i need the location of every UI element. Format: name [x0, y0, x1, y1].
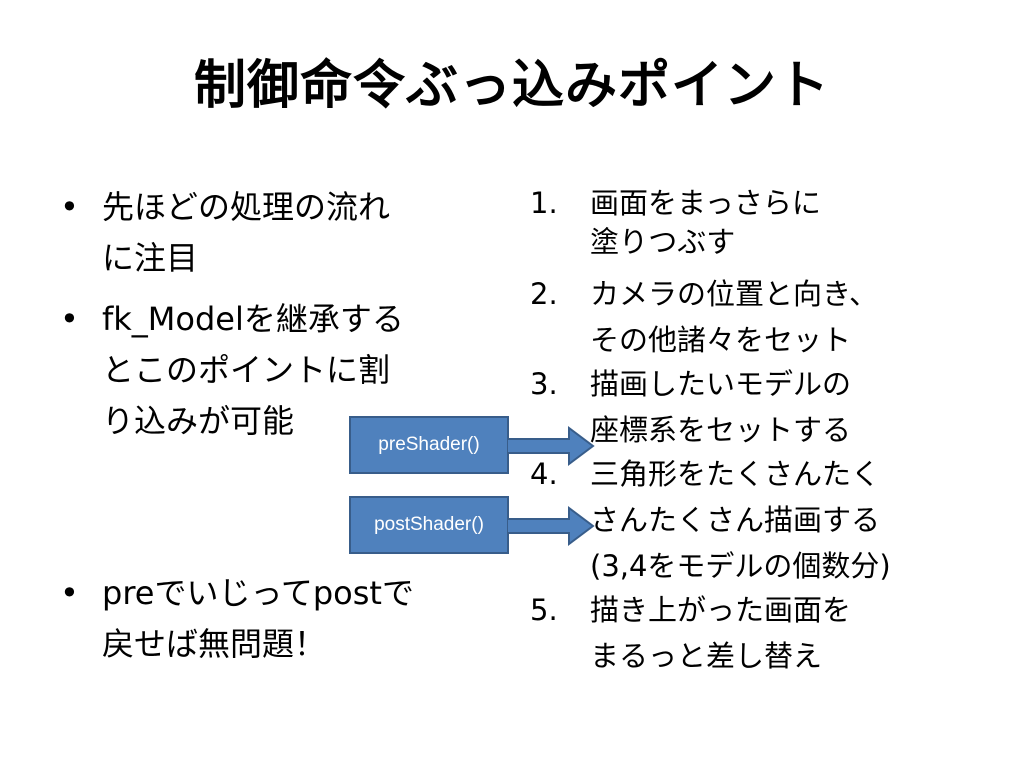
bullet-marker: •: [60, 574, 79, 612]
step-line: まるっと差し替え: [590, 639, 823, 673]
step-line: カメラの位置と向き、: [590, 277, 878, 311]
bullet-line: 戻せば無問題！: [102, 625, 327, 663]
step-line: (3,4をモデルの個数分): [590, 549, 891, 583]
step-number: 3.: [530, 367, 558, 401]
step-line: 描画したいモデルの: [590, 367, 852, 401]
pre-shader-arrow: [507, 426, 595, 466]
step-number: 2.: [530, 277, 558, 311]
step-item: 4. 三角形をたくさんたく さんたくさん描画する (3,4をモデルの個数分): [530, 451, 1010, 589]
step-item: 3. 描画したいモデルの 座標系をセットする: [530, 361, 1010, 453]
bullet-list: • 先ほどの処理の流れ に注目 • fk_Modelを継承する とこのポイントに…: [56, 182, 486, 663]
pre-shader-box: preShader(): [349, 416, 509, 474]
step-item: 1. 画面をまっさらに 塗りつぶす: [530, 180, 1010, 265]
bullet-item: • preでいじってpostで 戻せば無問題！: [56, 568, 532, 670]
post-shader-arrow: [507, 506, 595, 546]
slide-title: 制御命令ぶっ込みポイント: [193, 56, 830, 116]
step-line: 三角形をたくさんたく: [590, 457, 881, 491]
step-number: 1.: [530, 186, 558, 220]
bullet-marker: •: [60, 300, 79, 338]
step-line: 画面をまっさらに: [590, 186, 821, 220]
bullet-line: り込みが可能: [102, 402, 295, 440]
step-line: その他諸々をセット: [590, 323, 852, 357]
bullet-line: fk_Modelを継承する: [102, 300, 404, 338]
bullet-line: 先ほどの処理の流れ: [102, 188, 391, 226]
post-shader-box: postShader(): [349, 496, 509, 554]
step-item: 2. カメラの位置と向き、 その他諸々をセット: [530, 271, 1010, 363]
step-line: 塗りつぶす: [590, 225, 736, 259]
step-number: 5.: [530, 593, 558, 627]
bullet-line: とこのポイントに割: [102, 351, 391, 389]
bullet-item: • fk_Modelを継承する とこのポイントに割 り込みが可能: [56, 294, 486, 447]
bullet-line: preでいじってpostで: [102, 574, 414, 612]
step-line: 座標系をセットする: [590, 413, 852, 447]
step-line: 描き上がった画面を: [590, 593, 852, 627]
step-item: 5. 描き上がった画面を まるっと差し替え: [530, 587, 1010, 679]
bullet-marker: •: [60, 188, 79, 226]
bullet-item: • 先ほどの処理の流れ に注目: [56, 182, 486, 284]
step-line: さんたくさん描画する: [590, 503, 881, 537]
step-number: 4.: [530, 457, 558, 491]
bullet-line: に注目: [102, 239, 199, 277]
numbered-steps-list: 1. 画面をまっさらに 塗りつぶす 2. カメラの位置と向き、 その他諸々をセッ…: [530, 180, 1010, 679]
